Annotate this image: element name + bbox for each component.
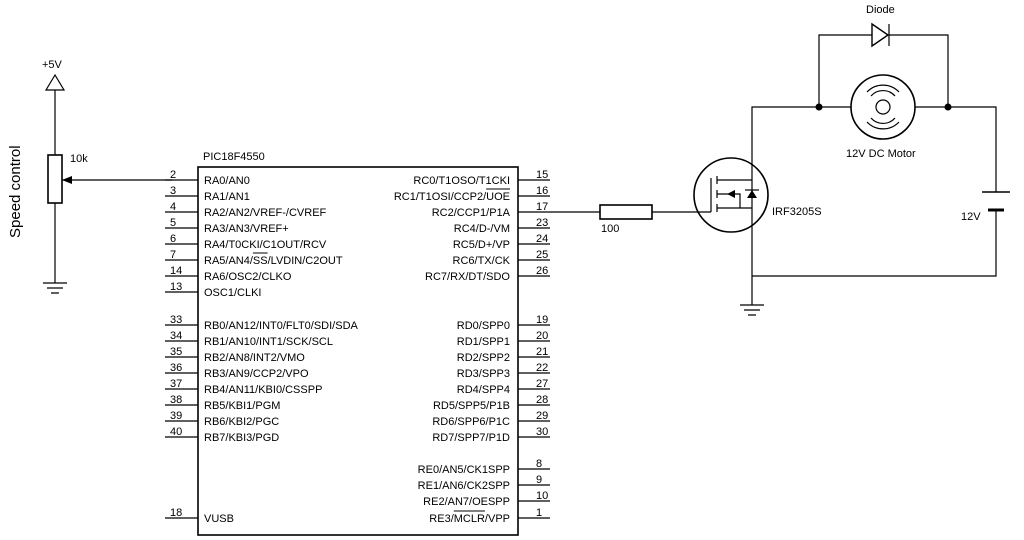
right-pin-label: RD2/SPP2 — [457, 352, 510, 364]
left-pin-number: 13 — [170, 281, 182, 293]
right-pin-label: RD3/SPP3 — [457, 368, 510, 380]
potentiometer — [47, 154, 63, 204]
mosfet-symbol — [693, 157, 769, 233]
drain-to-motor-wire — [751, 106, 851, 158]
right-pin-label: RD0/SPP0 — [457, 320, 510, 332]
resistor-value-label: 100 — [601, 223, 619, 235]
right-pin-label: RD6/SPP6/P1C — [432, 416, 510, 428]
left-pin-label: VUSB — [204, 513, 234, 525]
battery-symbol — [982, 191, 1010, 212]
vcc-arrow-symbol — [44, 73, 66, 155]
right-pin-number: 24 — [536, 233, 548, 245]
right-pin-label: RE3/MCLR/VPP — [429, 513, 510, 525]
left-pin-label: RA3/AN3/VREF+ — [204, 223, 289, 235]
right-pin-number: 21 — [536, 346, 548, 358]
left-pin-label: RA0/AN0 — [204, 175, 250, 187]
left-pin-number: 40 — [170, 426, 182, 438]
left-pin-number: 38 — [170, 394, 182, 406]
right-pin-label: RD4/SPP4 — [457, 384, 510, 396]
right-pin-number: 16 — [536, 185, 548, 197]
vcc-label: +5V — [42, 59, 63, 71]
right-pin-label: RD5/SPP5/P1B — [433, 400, 510, 412]
right-pin-label: RE1/AN6/CK2SPP — [418, 480, 510, 492]
left-pin-number: 34 — [170, 330, 182, 342]
right-pin-label: RC4/D-/VM — [454, 223, 510, 235]
mosfet-ground-symbol — [740, 304, 764, 316]
right-pin-number: 25 — [536, 249, 548, 261]
right-pin-label: RC6/TX/CK — [453, 255, 511, 267]
pot-value-label: 10k — [70, 153, 88, 165]
right-pin-number: 15 — [536, 169, 548, 181]
right-pin-number: 26 — [536, 265, 548, 277]
right-pin-number: 22 — [536, 362, 548, 374]
mcu-body — [197, 166, 519, 536]
right-pin-label: RE0/AN5/CK1SPP — [418, 464, 510, 476]
right-pin-number: 30 — [536, 426, 548, 438]
left-pin-label: RB2/AN8/INT2/VMO — [204, 352, 305, 364]
pot-wiper-arrow — [62, 176, 72, 184]
left-pin-label: RB1/AN10/INT1/SCK/SCL — [204, 336, 333, 348]
left-pin-label: RB4/AN11/KBI0/CSSPP — [204, 384, 322, 396]
right-pin-number: 1 — [536, 507, 542, 519]
left-pin-number: 35 — [170, 346, 182, 358]
battery-return-wire — [752, 210, 997, 277]
diode-label: Diode — [866, 4, 895, 16]
left-pin-label: RA5/AN4/SS/LVDIN/C2OUT — [204, 255, 343, 267]
motor-to-battery-wire — [915, 106, 997, 192]
motor-label: 12V DC Motor — [846, 148, 916, 160]
right-pin-label: RC7/RX/DT/SDO — [425, 271, 510, 283]
right-pin-label: RD7/SPP7/P1D — [432, 432, 510, 444]
left-pin-number: 6 — [170, 233, 176, 245]
pot-ground-symbol — [43, 282, 67, 294]
left-pin-label: RB7/KBI3/PGD — [204, 432, 279, 444]
left-pin-number: 4 — [170, 201, 176, 213]
left-pin-label: OSC1/CLKI — [204, 287, 261, 299]
left-pin-label: RB3/AN9/CCP2/VPO — [204, 368, 309, 380]
left-pin-label: RA6/OSC2/CLKO — [204, 271, 292, 283]
left-pin-label: RB5/KBI1/PGM — [204, 400, 280, 412]
right-pin-number: 10 — [536, 490, 548, 502]
left-pin-number: 3 — [170, 185, 176, 197]
right-pin-number: 20 — [536, 330, 548, 342]
gate-resistor — [599, 204, 653, 220]
mosfet-label: IRF3205S — [772, 206, 822, 218]
right-pin-number: 28 — [536, 394, 548, 406]
motor-symbol — [850, 74, 916, 140]
diode-wires — [818, 34, 949, 107]
speed-control-label: Speed control — [7, 145, 24, 238]
left-pin-label: RB0/AN12/INT0/FLT0/SDI/SDA — [204, 320, 359, 332]
left-pin-number: 14 — [170, 265, 182, 277]
left-pin-number: 18 — [170, 507, 182, 519]
right-pin-label: RC0/T1OSO/T1CKI — [413, 175, 510, 187]
right-pin-number: 23 — [536, 217, 548, 229]
left-pin-label: RB6/KBI2/PGC — [204, 416, 279, 428]
left-pin-number: 33 — [170, 314, 182, 326]
left-pin-number: 37 — [170, 378, 182, 390]
left-pin-label: RA2/AN2/VREF-/CVREF — [204, 207, 327, 219]
right-pin-number: 8 — [536, 458, 542, 470]
left-pin-label: RA4/T0CKI/C1OUT/RCV — [204, 239, 327, 251]
left-pin-number: 39 — [170, 410, 182, 422]
right-pin-label: RC2/CCP1/P1A — [432, 207, 511, 219]
right-pin-label: RC1/T1OSI/CCP2/UOE — [394, 191, 510, 203]
diode-symbol — [871, 22, 890, 48]
right-pin-label: RC5/D+/VP — [453, 239, 510, 251]
left-pin-number: 36 — [170, 362, 182, 374]
right-pin-label: RE2/AN7/OESPP — [423, 496, 510, 508]
left-pin-number: 7 — [170, 249, 176, 261]
left-pin-number: 5 — [170, 217, 176, 229]
right-pin-number: 17 — [536, 201, 548, 213]
left-pin-label: RA1/AN1 — [204, 191, 250, 203]
left-pin-number: 2 — [170, 169, 176, 181]
right-pin-number: 9 — [536, 474, 542, 486]
right-pin-label: RD1/SPP1 — [457, 336, 510, 348]
mcu-name: PIC18F4550 — [203, 151, 265, 163]
right-pin-number: 19 — [536, 314, 548, 326]
right-pin-number: 29 — [536, 410, 548, 422]
right-pin-number: 27 — [536, 378, 548, 390]
battery-label: 12V — [961, 211, 981, 223]
